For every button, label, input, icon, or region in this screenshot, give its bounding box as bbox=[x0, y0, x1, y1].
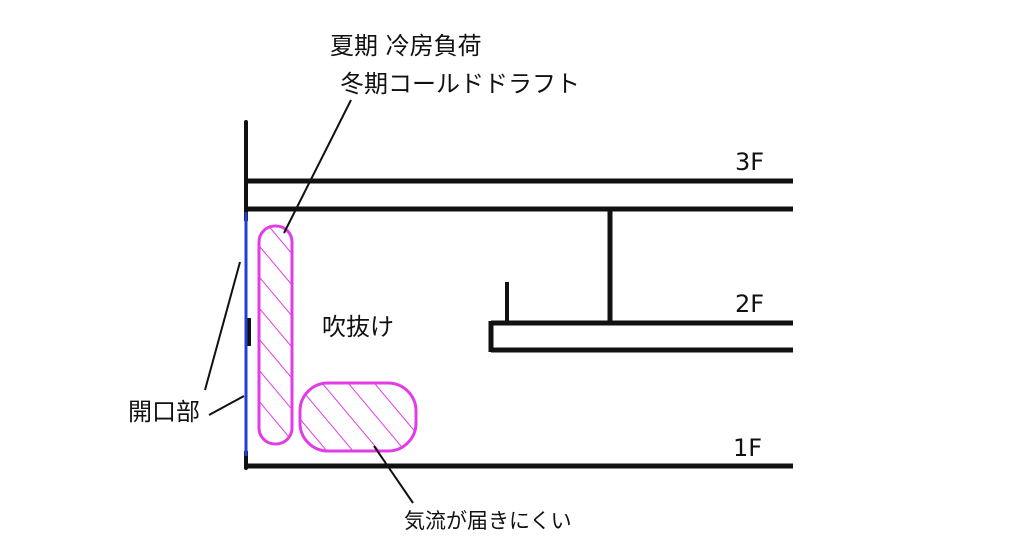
stagnant-airflow-zone bbox=[298, 381, 418, 453]
floor-label-3f: 3F bbox=[735, 148, 764, 176]
leader-opening-lower bbox=[208, 395, 245, 416]
airflow-label: 気流が届きにくい bbox=[404, 509, 572, 533]
leader-airflow bbox=[373, 445, 414, 504]
leader-load bbox=[283, 99, 352, 234]
summer-cooling-load-label: 夏期 冷房負荷 bbox=[330, 32, 482, 60]
floor-label-2f: 2F bbox=[735, 290, 764, 318]
void-label: 吹抜け bbox=[322, 313, 394, 341]
leader-opening-upper bbox=[204, 261, 241, 391]
cold-draft-zone bbox=[257, 224, 294, 446]
floor-label-1f: 1F bbox=[733, 434, 762, 462]
opening-label: 開口部 bbox=[128, 398, 200, 426]
winter-cold-draft-label: 冬期コールドドラフト bbox=[340, 70, 580, 98]
